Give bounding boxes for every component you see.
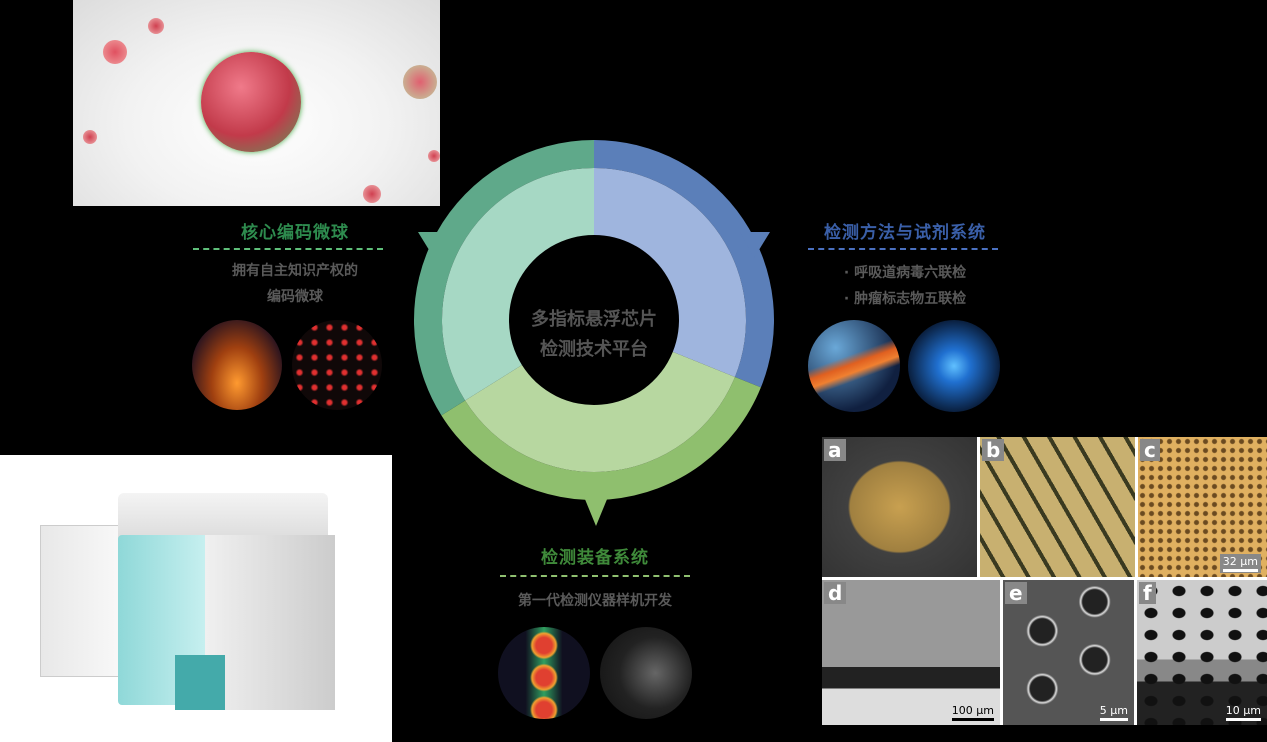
panel-label: f — [1139, 582, 1156, 604]
scale-bar: 32 μm — [1219, 554, 1261, 573]
desc-line: 拥有自主知识产权的 — [232, 263, 358, 279]
equipment-segment-outer — [441, 376, 761, 500]
divider — [808, 248, 998, 250]
pointer-method — [740, 232, 770, 258]
microsphere-segment-inner — [442, 168, 594, 401]
panel-label: a — [824, 439, 846, 461]
platform-donut — [414, 140, 774, 526]
equipment-desc: 第一代检测仪器样机开发 — [518, 593, 672, 609]
divider — [193, 248, 383, 250]
microsphere-segment-outer — [414, 140, 594, 416]
panel-label: d — [824, 582, 847, 604]
panel-label: c — [1140, 439, 1160, 461]
chip-panel-c: c 32 μm — [1138, 437, 1267, 577]
vials-image — [192, 320, 282, 410]
chip-figure: a b c 32 μm d 100 μm e 5 μm f 10 μm — [822, 437, 1267, 725]
virus-image — [908, 320, 1000, 412]
chip-panel-e: e 5 μm — [1003, 580, 1134, 725]
scale-label: 32 μm — [1222, 555, 1258, 568]
respiratory-image — [808, 320, 900, 412]
prototype-image — [600, 627, 692, 719]
method-item: · 呼吸道病毒六联检 — [843, 265, 967, 281]
scale-bar: 100 μm — [951, 704, 994, 721]
fluorescence-image — [292, 320, 382, 410]
pointer-equipment — [582, 492, 610, 526]
method-title: 检测方法与试剂系统 — [824, 223, 986, 243]
instrument-image — [0, 455, 392, 742]
flow-cell-image — [498, 627, 590, 719]
divider — [500, 575, 690, 577]
panel-label: b — [982, 439, 1005, 461]
scale-bar: 10 μm — [1225, 704, 1261, 721]
pointer-microsphere — [418, 232, 450, 258]
method-item: · 肿瘤标志物五联检 — [843, 291, 967, 307]
method-list: · 呼吸道病毒六联检 · 肿瘤标志物五联检 — [790, 260, 1020, 312]
scale-bar: 5 μm — [1099, 704, 1128, 721]
chip-panel-d: d 100 μm — [822, 580, 1000, 725]
equipment-segment-inner — [465, 351, 735, 472]
equipment-title: 检测装备系统 — [541, 548, 649, 568]
scale-label: 5 μm — [1099, 704, 1128, 717]
method-segment-outer — [594, 140, 774, 388]
chip-panel-f: f 10 μm — [1137, 580, 1267, 725]
panel-label: e — [1005, 582, 1027, 604]
method-segment-inner — [594, 168, 746, 377]
center-label: 多指标悬浮芯片 检测技术平台 — [504, 305, 684, 365]
scale-label: 10 μm — [1225, 704, 1261, 717]
center-line: 多指标悬浮芯片 — [531, 309, 657, 330]
chip-panel-b: b — [980, 437, 1135, 577]
microsphere-image — [73, 0, 440, 206]
scale-label: 100 μm — [951, 704, 994, 717]
chip-panel-a: a — [822, 437, 977, 577]
microsphere-title: 核心编码微球 — [241, 223, 349, 243]
center-line: 检测技术平台 — [540, 339, 648, 360]
microsphere-desc: 拥有自主知识产权的 编码微球 — [180, 258, 410, 310]
desc-line: 编码微球 — [267, 289, 323, 305]
